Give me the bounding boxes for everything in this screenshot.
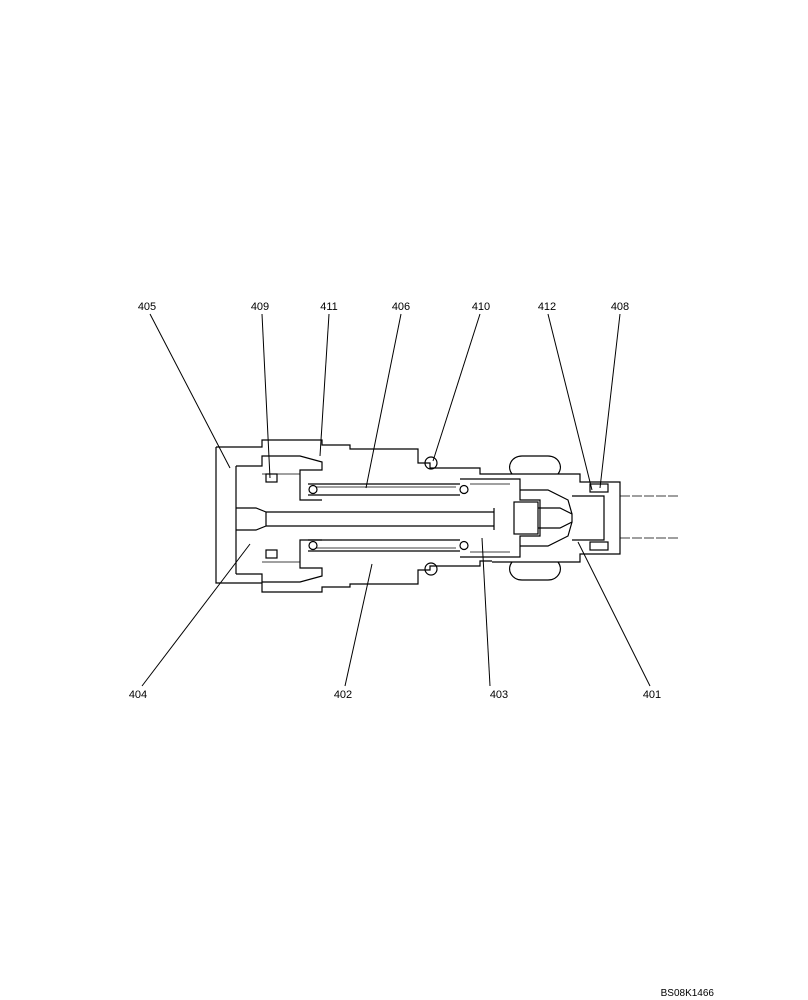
callout-405: 405	[138, 301, 156, 313]
leader-408	[599, 313, 621, 489]
callout-409: 409	[251, 301, 269, 313]
leader-406	[365, 313, 402, 489]
drawing-reference-code: BS08K1466	[661, 988, 715, 999]
leader-401	[577, 541, 651, 687]
leader-404	[141, 543, 251, 687]
valve-body-outline	[215, 439, 680, 593]
callout-406: 406	[392, 301, 410, 313]
callout-410: 410	[472, 301, 490, 313]
leader-403	[481, 537, 491, 687]
leader-402	[344, 563, 373, 687]
leader-411	[319, 313, 330, 457]
leader-410	[432, 313, 481, 462]
callout-404: 404	[129, 689, 147, 701]
callout-labels: 405 409 411 406 410 412 408 404 402 403 …	[129, 301, 661, 701]
callout-402: 402	[334, 689, 352, 701]
leader-412	[547, 313, 593, 491]
callout-412: 412	[538, 301, 556, 313]
callout-408: 408	[611, 301, 629, 313]
leader-lines	[141, 313, 651, 687]
leader-409	[261, 313, 271, 479]
leader-405	[149, 313, 231, 469]
callout-403: 403	[490, 689, 508, 701]
callout-401: 401	[643, 689, 661, 701]
callout-411: 411	[320, 301, 338, 313]
